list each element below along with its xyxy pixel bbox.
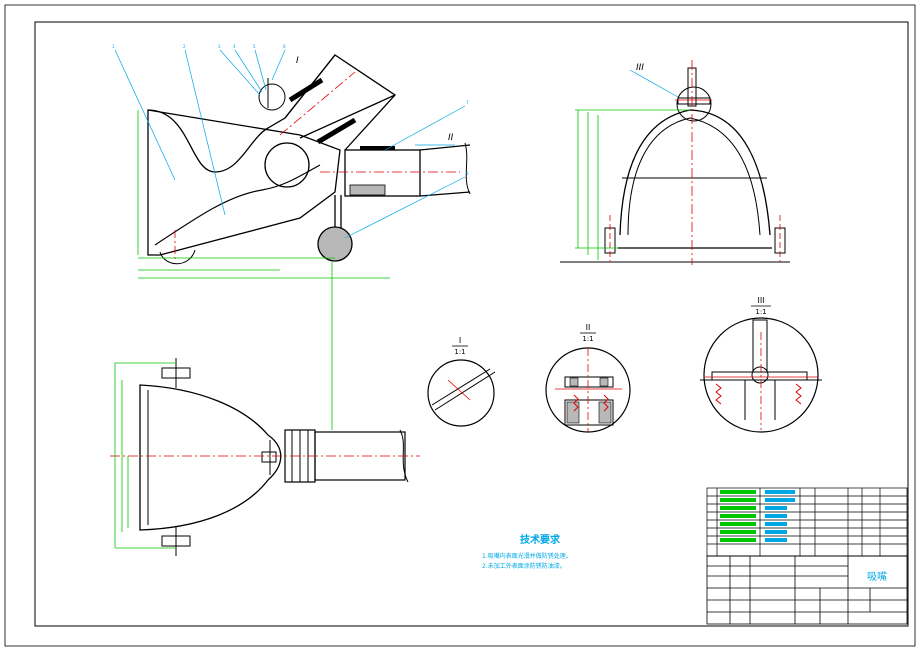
inner-frame	[34, 21, 909, 627]
detail-ii-label: II	[586, 323, 591, 332]
detail-i: I 1:1	[427, 336, 496, 427]
svg-text:7: 7	[466, 100, 469, 105]
svg-text:8: 8	[466, 171, 469, 176]
tech-req-line-2: 2.未加工外表面涂防锈防油漆。	[482, 562, 566, 570]
svg-text:3: 3	[218, 44, 221, 49]
label-side-iii: III	[636, 63, 644, 73]
svg-text:4: 4	[233, 44, 236, 49]
side-view	[560, 60, 790, 265]
tech-req-line-1: 1.吸嘴内表面光滑并做防锈处理。	[482, 552, 572, 560]
tech-req-title: 技术要求	[520, 533, 561, 546]
detail-iii-scale: 1:1	[755, 308, 766, 316]
detail-i-label: I	[459, 336, 461, 345]
detail-i-scale: 1:1	[454, 348, 465, 356]
label-section-i: I	[296, 56, 299, 66]
label-section-ii: II	[448, 133, 454, 143]
parts-list-text	[720, 490, 795, 542]
svg-text:1: 1	[112, 44, 115, 49]
front-view: 1 2 3 4 5 6 7 8	[112, 44, 471, 430]
drawing-title: 吸嘴	[867, 571, 887, 583]
detail-iii: III 1:1	[700, 296, 822, 433]
svg-text:5: 5	[253, 44, 256, 49]
detail-ii: II 1:1	[545, 323, 631, 433]
outer-frame	[4, 4, 916, 647]
detail-ii-scale: 1:1	[582, 335, 593, 343]
svg-text:6: 6	[283, 44, 286, 49]
title-block	[706, 555, 908, 625]
svg-text:2: 2	[183, 44, 186, 49]
top-view	[110, 358, 420, 556]
detail-iii-label: III	[757, 296, 764, 305]
